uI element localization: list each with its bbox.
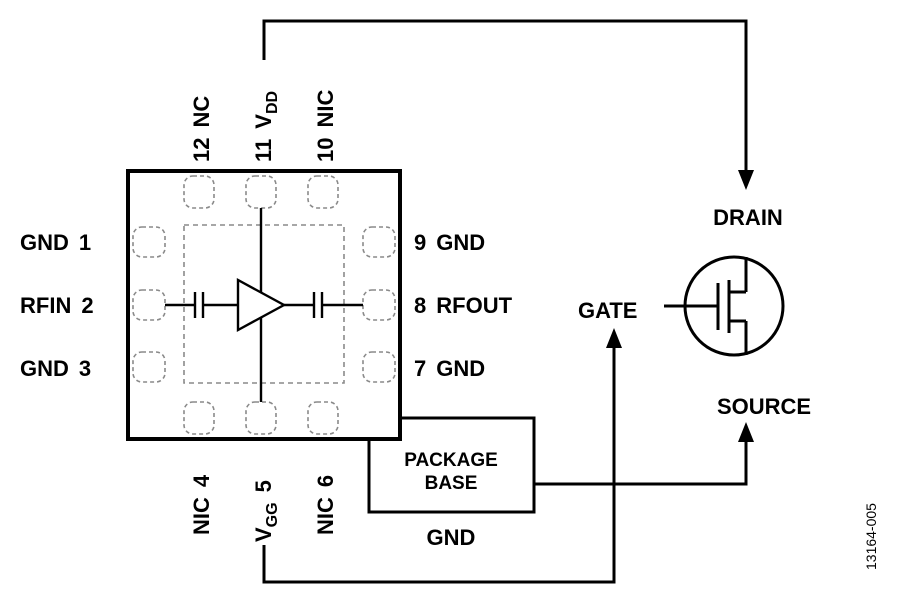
gate-arrow-icon <box>606 328 622 348</box>
pad-5 <box>245 401 277 435</box>
pad-1 <box>132 226 166 258</box>
source-arrow-icon <box>738 422 754 442</box>
vgg-wire <box>262 345 616 584</box>
package-base-gnd-label: GND <box>427 525 476 550</box>
pin-5-label: VGG5 <box>251 480 281 542</box>
source-label: SOURCE <box>717 394 811 419</box>
package-base-line1: PACKAGE <box>404 450 498 471</box>
pad-12 <box>183 175 215 209</box>
pad-11 <box>245 175 277 209</box>
pad-2 <box>132 289 166 321</box>
pad-3 <box>132 351 166 383</box>
figure-id: 13164-005 <box>863 503 879 570</box>
pad-10 <box>307 175 339 209</box>
pad-8 <box>362 289 396 321</box>
vdd-wire <box>262 19 748 175</box>
pad-9 <box>362 226 396 258</box>
transistor-symbol <box>664 255 785 357</box>
drain-label: DRAIN <box>713 205 783 230</box>
pad-7 <box>362 351 396 383</box>
amplifier-symbol <box>165 208 363 402</box>
package-base-line2: BASE <box>425 473 478 494</box>
package-outline <box>126 169 402 441</box>
pin-4-label: NIC4 <box>189 474 214 535</box>
gate-label: GATE <box>578 298 637 323</box>
pin-11-label: 11VDD <box>251 91 281 162</box>
package-base-outline <box>367 416 536 514</box>
pin-6-label: NIC6 <box>313 475 338 535</box>
pin-12-label: 12NC <box>189 96 214 162</box>
pad-4 <box>183 401 215 435</box>
base-to-source-wire <box>534 440 748 486</box>
pad-6 <box>307 401 339 435</box>
drain-arrow-icon <box>738 170 754 190</box>
pin-10-label: 10NIC <box>313 90 338 162</box>
